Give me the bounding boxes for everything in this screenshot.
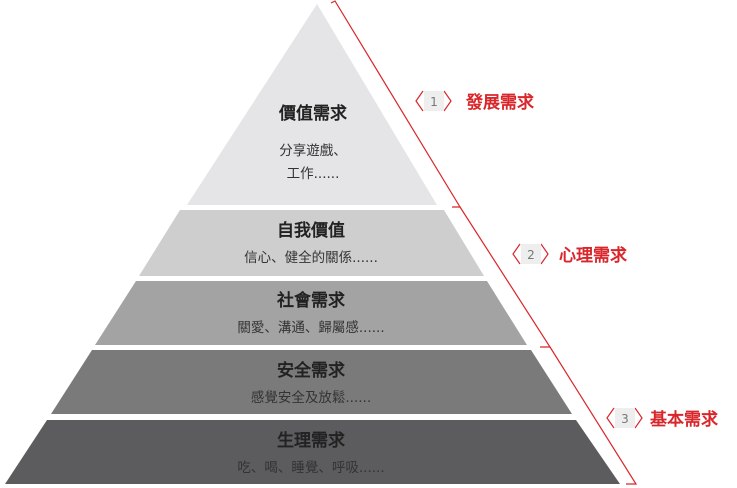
tier-self-worth-title: 自我價值: [277, 220, 345, 241]
bracket-left-chevron-icon: [415, 90, 424, 112]
category-label: 基本需求: [649, 409, 718, 430]
tier-safety-needs-desc: 感覺安全及放鬆......: [251, 389, 371, 406]
tier-social-needs: [95, 281, 527, 345]
category-label: 發展需求: [465, 92, 534, 113]
tier-social-needs-title: 社會需求: [276, 290, 345, 311]
number-badge-text: 1: [430, 95, 438, 109]
tier-physiological-needs-desc: 吃、喝、睡覺、呼吸......: [237, 460, 384, 476]
category-basic: 3 基本需求: [606, 407, 718, 430]
tier-self-worth: [139, 210, 484, 276]
tier-physiological-needs-title: 生理需求: [277, 430, 345, 451]
bracket-left-chevron-icon: [606, 407, 615, 429]
tier-safety-needs-title: 安全需求: [277, 360, 345, 381]
tier-self-worth-desc: 信心、健全的關係......: [244, 249, 378, 266]
bracket-left-chevron-icon: [512, 243, 521, 265]
tier-value-needs: [187, 4, 437, 205]
number-badge: [424, 91, 444, 111]
bracket-right-chevron-icon: [540, 243, 549, 265]
tier-social-needs-desc: 關愛、溝通、歸屬感......: [237, 319, 384, 336]
bracket-development: [330, 0, 462, 208]
number-badge-text: 3: [621, 412, 629, 426]
tier-physiological-needs: [5, 420, 620, 484]
bracket-right-chevron-icon: [634, 407, 643, 429]
number-badge-text: 2: [527, 248, 535, 262]
category-psychological: 2 心理需求: [512, 243, 627, 266]
tier-safety-needs: [51, 350, 572, 414]
tier-value-needs-desc-1: 分享遊戲、: [279, 142, 347, 159]
tier-value-needs-desc-2: 工作......: [287, 166, 340, 182]
number-badge: [615, 408, 635, 428]
bracket-basic: [549, 346, 638, 485]
bracket-right-chevron-icon: [443, 90, 452, 112]
category-development: 1 發展需求: [415, 90, 534, 113]
category-label: 心理需求: [559, 245, 627, 266]
number-badge: [521, 244, 541, 264]
tier-value-needs-title: 價值需求: [278, 103, 347, 124]
